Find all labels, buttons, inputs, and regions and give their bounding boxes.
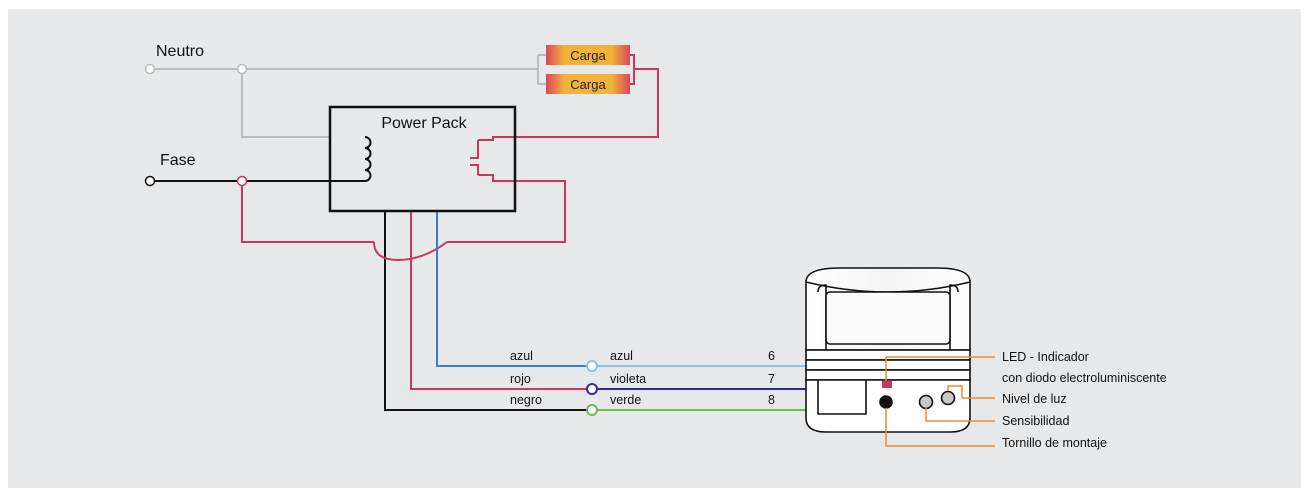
contact-to-bridge-wire — [447, 174, 566, 243]
bridge-to-phase-wire — [241, 181, 374, 243]
terminal-6-label: 6 — [768, 349, 775, 363]
sensor-band-2 — [805, 359, 971, 371]
light-level-knob-icon — [940, 390, 956, 406]
terminal-7-label: 7 — [768, 372, 775, 386]
sensor-lens — [825, 291, 951, 345]
neutral-wiring — [152, 54, 546, 138]
azul-left-label: azul — [510, 349, 533, 363]
load-2-label: Carga — [570, 77, 606, 92]
rojo-wire — [410, 210, 592, 390]
load-to-contact-wire — [478, 68, 659, 141]
sensibilidad-callout-line — [925, 408, 995, 422]
tornillo-callout-line — [885, 408, 995, 447]
fase-label: Fase — [160, 152, 196, 169]
verde-connector — [586, 404, 598, 416]
relay-coil-icon — [364, 136, 372, 182]
neutro-terminal — [144, 63, 156, 75]
red-wiring — [241, 54, 659, 390]
violeta-label: violeta — [610, 372, 646, 386]
azul-wire-left — [436, 210, 592, 367]
power-pack-label: Power Pack — [381, 115, 467, 132]
sensor-base-notch — [817, 380, 867, 415]
crossover-hop-wire — [373, 241, 448, 262]
sensibilidad-callout-label: Sensibilidad — [1002, 414, 1069, 428]
azul-connector — [586, 360, 598, 372]
rojo-label: rojo — [510, 372, 531, 386]
tornillo-callout-label: Tornillo de montaje — [1002, 436, 1107, 450]
led-callout-line — [885, 356, 995, 381]
sensor-band-1 — [805, 349, 971, 361]
terminal-8-label: 8 — [768, 393, 775, 407]
load-1-label: Carga — [570, 48, 606, 63]
nivel-callout-line — [947, 385, 995, 399]
neutro-junction — [236, 63, 248, 75]
led-indicator-icon — [882, 381, 892, 388]
neutral-to-coil-wire — [241, 69, 330, 138]
sensor-left-facet — [817, 284, 827, 350]
relay-contact-icon — [470, 140, 479, 175]
mounting-screw-icon — [879, 395, 893, 409]
sensitivity-knob-icon — [918, 394, 934, 410]
fase-junction — [236, 175, 248, 187]
nivel-callout-label: Nivel de luz — [1002, 392, 1067, 406]
occupancy-sensor — [805, 267, 971, 433]
load-1-resistor — [546, 45, 630, 65]
sensor-band-3 — [805, 369, 971, 381]
violeta-connector — [586, 383, 598, 395]
blue-wiring — [436, 210, 808, 411]
load-1: Carga — [546, 45, 630, 65]
neutro-label: Neutro — [156, 43, 204, 60]
sensor-right-facet — [949, 284, 959, 350]
fase-terminal — [144, 175, 156, 187]
azul-right-label: azul — [610, 349, 633, 363]
led-callout-label: LED - Indicador — [1002, 350, 1089, 364]
power-pack-box — [328, 105, 517, 213]
verde-label: verde — [610, 393, 641, 407]
led-callout-sublabel: con diodo electroluminiscente — [1002, 371, 1167, 385]
negro-wire — [384, 210, 592, 411]
background-panel — [8, 9, 1301, 488]
load-2: Carga — [546, 74, 630, 94]
negro-label: negro — [510, 393, 542, 407]
load-2-resistor — [546, 74, 630, 94]
callout-lines — [885, 356, 995, 447]
